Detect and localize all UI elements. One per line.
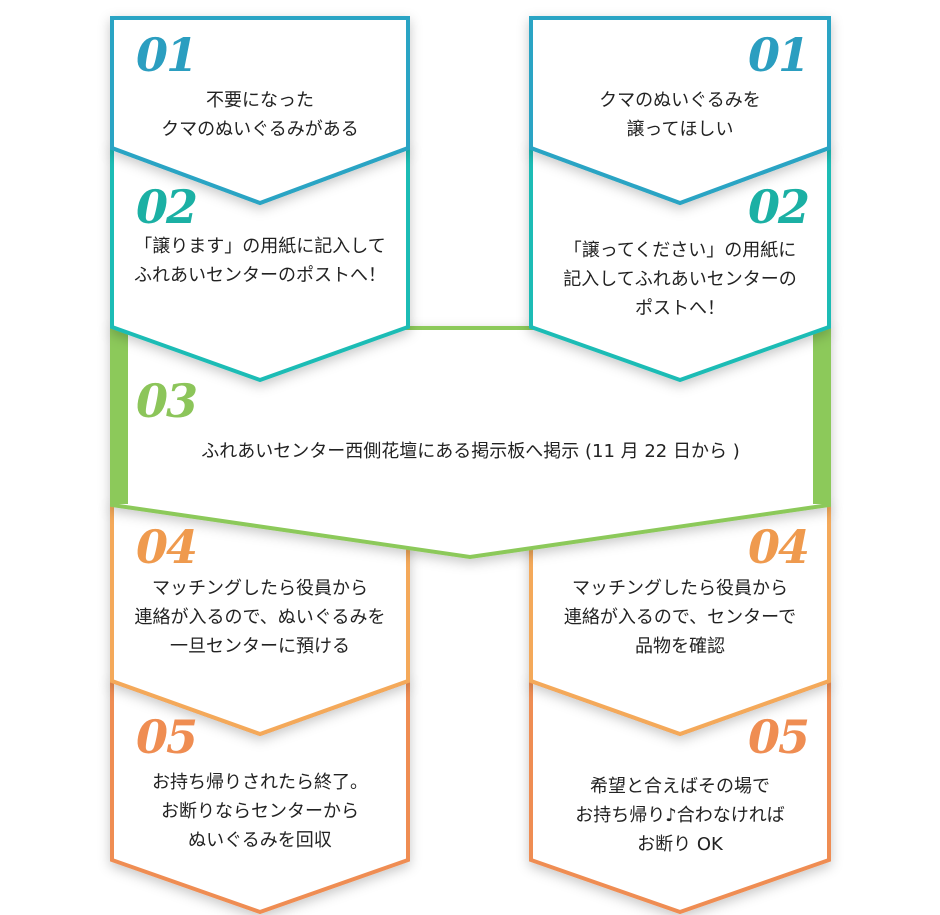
- text-line: ふれあいセンター西側花壇にある掲示板へ掲示 (11 月 22 日から ): [201, 441, 740, 462]
- text-line: 譲ってほしい: [626, 119, 734, 140]
- right-step-04-number: 04: [748, 520, 810, 574]
- text-line: 不要になった: [206, 90, 314, 111]
- right-step-05-number: 05: [748, 710, 810, 764]
- text-line: ポストへ！: [635, 298, 725, 319]
- left-step-05-number: 05: [136, 710, 198, 764]
- text-line: クマのぬいぐるみを: [599, 90, 761, 111]
- text-line: マッチングしたら役員から: [572, 578, 788, 599]
- right-step-04-text: マッチングしたら役員から 連絡が入るので、センターで 品物を確認: [531, 574, 829, 661]
- text-line: 連絡が入るので、センターで: [563, 607, 797, 628]
- text-line: お断りならセンターから: [161, 801, 359, 822]
- left-step-01-number: 01: [136, 28, 198, 82]
- left-step-04-text: マッチングしたら役員から 連絡が入るので、ぬいぐるみを 一旦センターに預ける: [112, 574, 408, 661]
- text-line: ぬいぐるみを回収: [188, 830, 332, 851]
- text-line: お持ち帰り♪合わなければ: [575, 805, 785, 826]
- right-step-01-number: 01: [748, 28, 810, 82]
- text-line: お持ち帰りされたら終了。: [152, 772, 368, 793]
- right-step-02-number: 02: [748, 180, 810, 234]
- right-step-01-text: クマのぬいぐるみを 譲ってほしい: [531, 86, 829, 144]
- text-line: 記入してふれあいセンターの: [563, 269, 797, 290]
- middle-step-03-left-bar: [110, 330, 128, 504]
- left-step-04-number: 04: [136, 520, 198, 574]
- middle-step-03-right-bar: [813, 330, 831, 504]
- left-step-01-text: 不要になった クマのぬいぐるみがある: [112, 86, 408, 144]
- text-line: 品物を確認: [635, 636, 725, 657]
- right-step-02-text: 「譲ってください」の用紙に 記入してふれあいセンターの ポストへ！: [531, 236, 829, 323]
- text-line: 一旦センターに預ける: [170, 636, 350, 657]
- text-line: ふれあいセンターのポストへ！: [134, 265, 386, 286]
- right-step-01-shape: [529, 16, 831, 206]
- left-step-01-shape: [110, 16, 410, 206]
- text-line: お断り OK: [637, 834, 723, 855]
- text-line: 希望と合えばその場で: [590, 776, 770, 797]
- left-step-02-text: 「譲ります」の用紙に記入して ふれあいセンターのポストへ！: [112, 232, 408, 290]
- text-line: 「譲ってください」の用紙に: [563, 240, 797, 261]
- text-line: 連絡が入るので、ぬいぐるみを: [134, 607, 386, 628]
- left-step-05-text: お持ち帰りされたら終了。 お断りならセンターから ぬいぐるみを回収: [112, 768, 408, 855]
- middle-step-03-number: 03: [136, 374, 198, 428]
- middle-step-03-text: ふれあいセンター西側花壇にある掲示板へ掲示 (11 月 22 日から ): [112, 437, 829, 466]
- text-line: マッチングしたら役員から: [152, 578, 368, 599]
- left-step-02-number: 02: [136, 180, 198, 234]
- text-line: 「譲ります」の用紙に記入して: [134, 236, 386, 257]
- text-line: クマのぬいぐるみがある: [161, 119, 359, 140]
- right-step-05-text: 希望と合えばその場で お持ち帰り♪合わなければ お断り OK: [531, 772, 829, 859]
